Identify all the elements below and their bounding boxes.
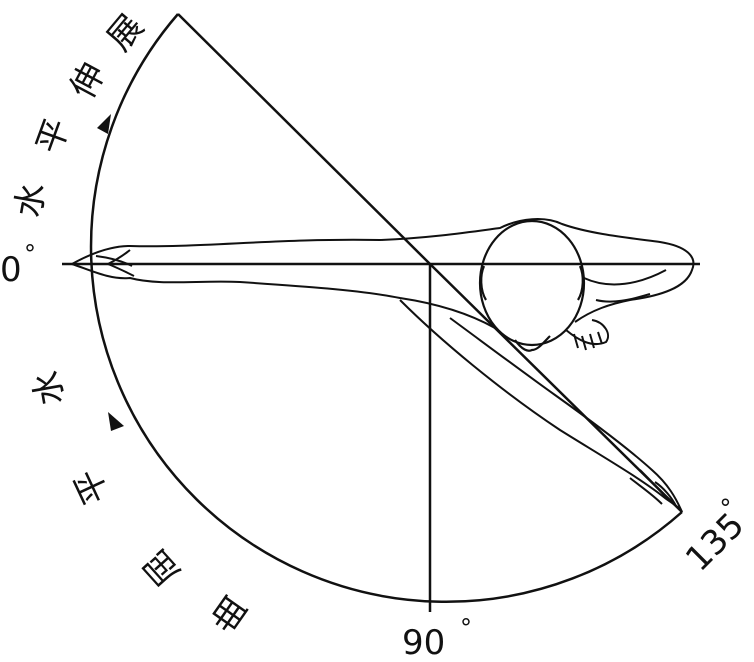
extension-arrow-icon: [97, 114, 111, 134]
extension-char-1: 水: [9, 180, 54, 220]
zero-degree-label: 0 °: [0, 240, 36, 290]
flexion-char-1: 水: [27, 368, 72, 408]
flexion-char-3: 屈: [136, 541, 188, 593]
hand-drawing: [566, 320, 608, 350]
one-thirty-five-text: 135: [678, 505, 752, 579]
ninety-degree-symbol: °: [460, 614, 472, 642]
flexion-label: 水 平 屈 曲: [27, 368, 256, 639]
one-thirty-five-label: 135 °: [672, 492, 754, 579]
extension-char-4: 展: [99, 7, 151, 59]
flexion-arrow-icon: [108, 412, 124, 431]
zero-label: 0: [0, 250, 22, 290]
extension-limit-line: [178, 14, 430, 264]
horizontal-arm-drawing: [72, 219, 693, 328]
flexion-char-4: 曲: [204, 587, 255, 639]
extension-char-3: 伸: [63, 56, 114, 105]
flexed-arm-drawing: [400, 300, 682, 512]
flexion-char-2: 平: [67, 463, 118, 511]
ninety-degree-label: 90 °: [402, 614, 472, 662]
extension-char-2: 平: [29, 113, 78, 159]
extension-label: 水 平 伸 展: [9, 7, 152, 220]
range-arc: [91, 14, 682, 602]
ninety-label: 90: [402, 623, 445, 662]
zero-degree-symbol: °: [24, 240, 36, 268]
